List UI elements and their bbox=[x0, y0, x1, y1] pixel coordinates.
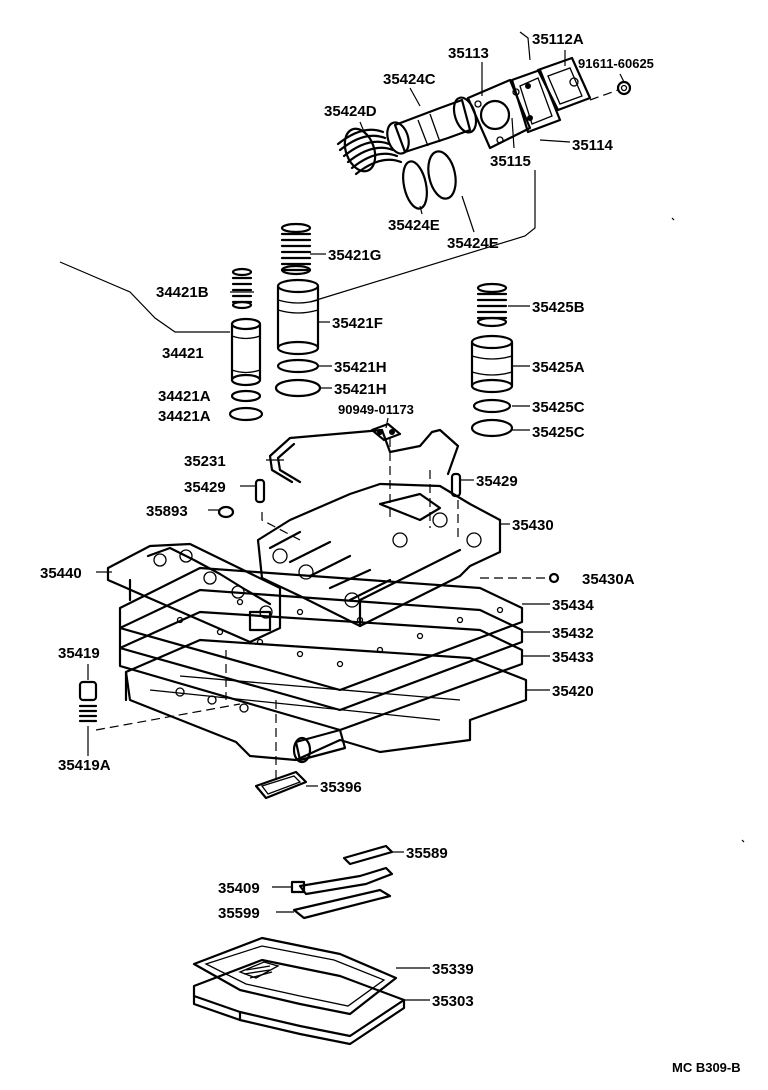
label-35339: 35339 bbox=[432, 961, 474, 978]
valve-body-35430 bbox=[256, 482, 502, 628]
ball-35430A bbox=[548, 572, 560, 584]
label-35425B: 35425B bbox=[532, 299, 585, 316]
label-35424E-b: 35424E bbox=[447, 235, 499, 252]
label-35430A: 35430A bbox=[582, 571, 635, 588]
label-35115: 35115 bbox=[490, 153, 531, 170]
plate-35599 bbox=[292, 888, 392, 920]
piston-35425A bbox=[470, 334, 514, 394]
cup-35419 bbox=[78, 680, 98, 702]
label-35893: 35893 bbox=[146, 503, 188, 520]
spring-35425B bbox=[476, 282, 508, 328]
spring-35424D bbox=[336, 127, 403, 176]
spring-35421G bbox=[280, 222, 312, 276]
strainer-35396 bbox=[254, 770, 308, 800]
label-35421H-b: 35421H bbox=[334, 381, 387, 398]
label-35424C: 35424C bbox=[383, 71, 436, 88]
label-35424E-a: 35424E bbox=[388, 217, 440, 234]
o-ring-35425C-a bbox=[472, 398, 512, 414]
gasket-35433 bbox=[118, 610, 524, 732]
valve-body-35440 bbox=[106, 542, 282, 644]
pin-35429-a bbox=[254, 478, 266, 504]
o-ring-34421A-a bbox=[230, 389, 262, 403]
o-ring-35421H-a bbox=[276, 358, 320, 374]
diagram-code: MC B309-B bbox=[672, 1060, 741, 1075]
pan-gasket-35339 bbox=[192, 936, 398, 1016]
o-ring-35421H-b bbox=[274, 378, 322, 398]
o-ring-34421A-b bbox=[228, 406, 264, 422]
gasket-35432 bbox=[118, 588, 524, 712]
cover-35113 bbox=[466, 78, 532, 150]
label-35434: 35434 bbox=[552, 597, 594, 614]
spring-35419A bbox=[78, 704, 98, 723]
gasket-35114 bbox=[510, 68, 562, 134]
piston-35424C bbox=[386, 96, 478, 155]
label-34421: 34421 bbox=[162, 345, 204, 362]
label-35424D: 35424D bbox=[324, 103, 377, 120]
spring-34421B bbox=[231, 267, 253, 310]
label-34421A-a: 34421A bbox=[158, 388, 211, 405]
valve-body-35420 bbox=[124, 638, 528, 764]
label-35432: 35432 bbox=[552, 625, 594, 642]
label-35421F: 35421F bbox=[332, 315, 383, 332]
plug-35893 bbox=[217, 505, 235, 519]
plate-35589 bbox=[342, 844, 394, 866]
spring-35409 bbox=[298, 866, 394, 896]
label-35231: 35231 bbox=[184, 453, 226, 470]
label-35429-a: 35429 bbox=[184, 479, 226, 496]
label-35113: 35113 bbox=[448, 45, 489, 62]
label-90949-01173: 90949-01173 bbox=[338, 402, 414, 417]
label-35114: 35114 bbox=[572, 137, 614, 154]
label-35421H-a: 35421H bbox=[334, 359, 387, 376]
label-35429-b: 35429 bbox=[476, 473, 518, 490]
part-labels: 35113 35112A 91611-60625 35424C 35424D 3… bbox=[40, 31, 741, 1075]
piston-34421 bbox=[230, 317, 262, 387]
leader-lines bbox=[87, 50, 625, 1001]
label-35421G: 35421G bbox=[328, 247, 381, 264]
o-ring-35424E-b bbox=[427, 150, 457, 200]
label-35433: 35433 bbox=[552, 649, 594, 666]
label-35303: 35303 bbox=[432, 993, 474, 1010]
label-35440: 35440 bbox=[40, 565, 82, 582]
label-35419: 35419 bbox=[58, 645, 100, 662]
label-35420: 35420 bbox=[552, 683, 594, 700]
label-35430: 35430 bbox=[512, 517, 554, 534]
piston-35421F bbox=[276, 278, 320, 356]
oil-pan-35303 bbox=[192, 958, 406, 1046]
label-35396: 35396 bbox=[320, 779, 362, 796]
label-35425A: 35425A bbox=[532, 359, 585, 376]
label-35425C-b: 35425C bbox=[532, 424, 585, 441]
label-34421A-b: 34421A bbox=[158, 408, 211, 425]
label-34421B: 34421B bbox=[156, 284, 209, 301]
label-35425C-a: 35425C bbox=[532, 399, 585, 416]
plate-35434 bbox=[118, 566, 524, 692]
bolt-91611 bbox=[589, 80, 632, 101]
label-35589: 35589 bbox=[406, 845, 448, 862]
label-35409: 35409 bbox=[218, 880, 260, 897]
label-35599: 35599 bbox=[218, 905, 260, 922]
label-91611-60625: 91611-60625 bbox=[578, 56, 654, 71]
o-ring-35424E-a bbox=[402, 160, 428, 210]
plate-35112A bbox=[536, 56, 592, 112]
o-ring-35425C-b bbox=[470, 418, 514, 438]
label-35112A: 35112A bbox=[532, 31, 584, 48]
label-35419A: 35419A bbox=[58, 757, 111, 774]
